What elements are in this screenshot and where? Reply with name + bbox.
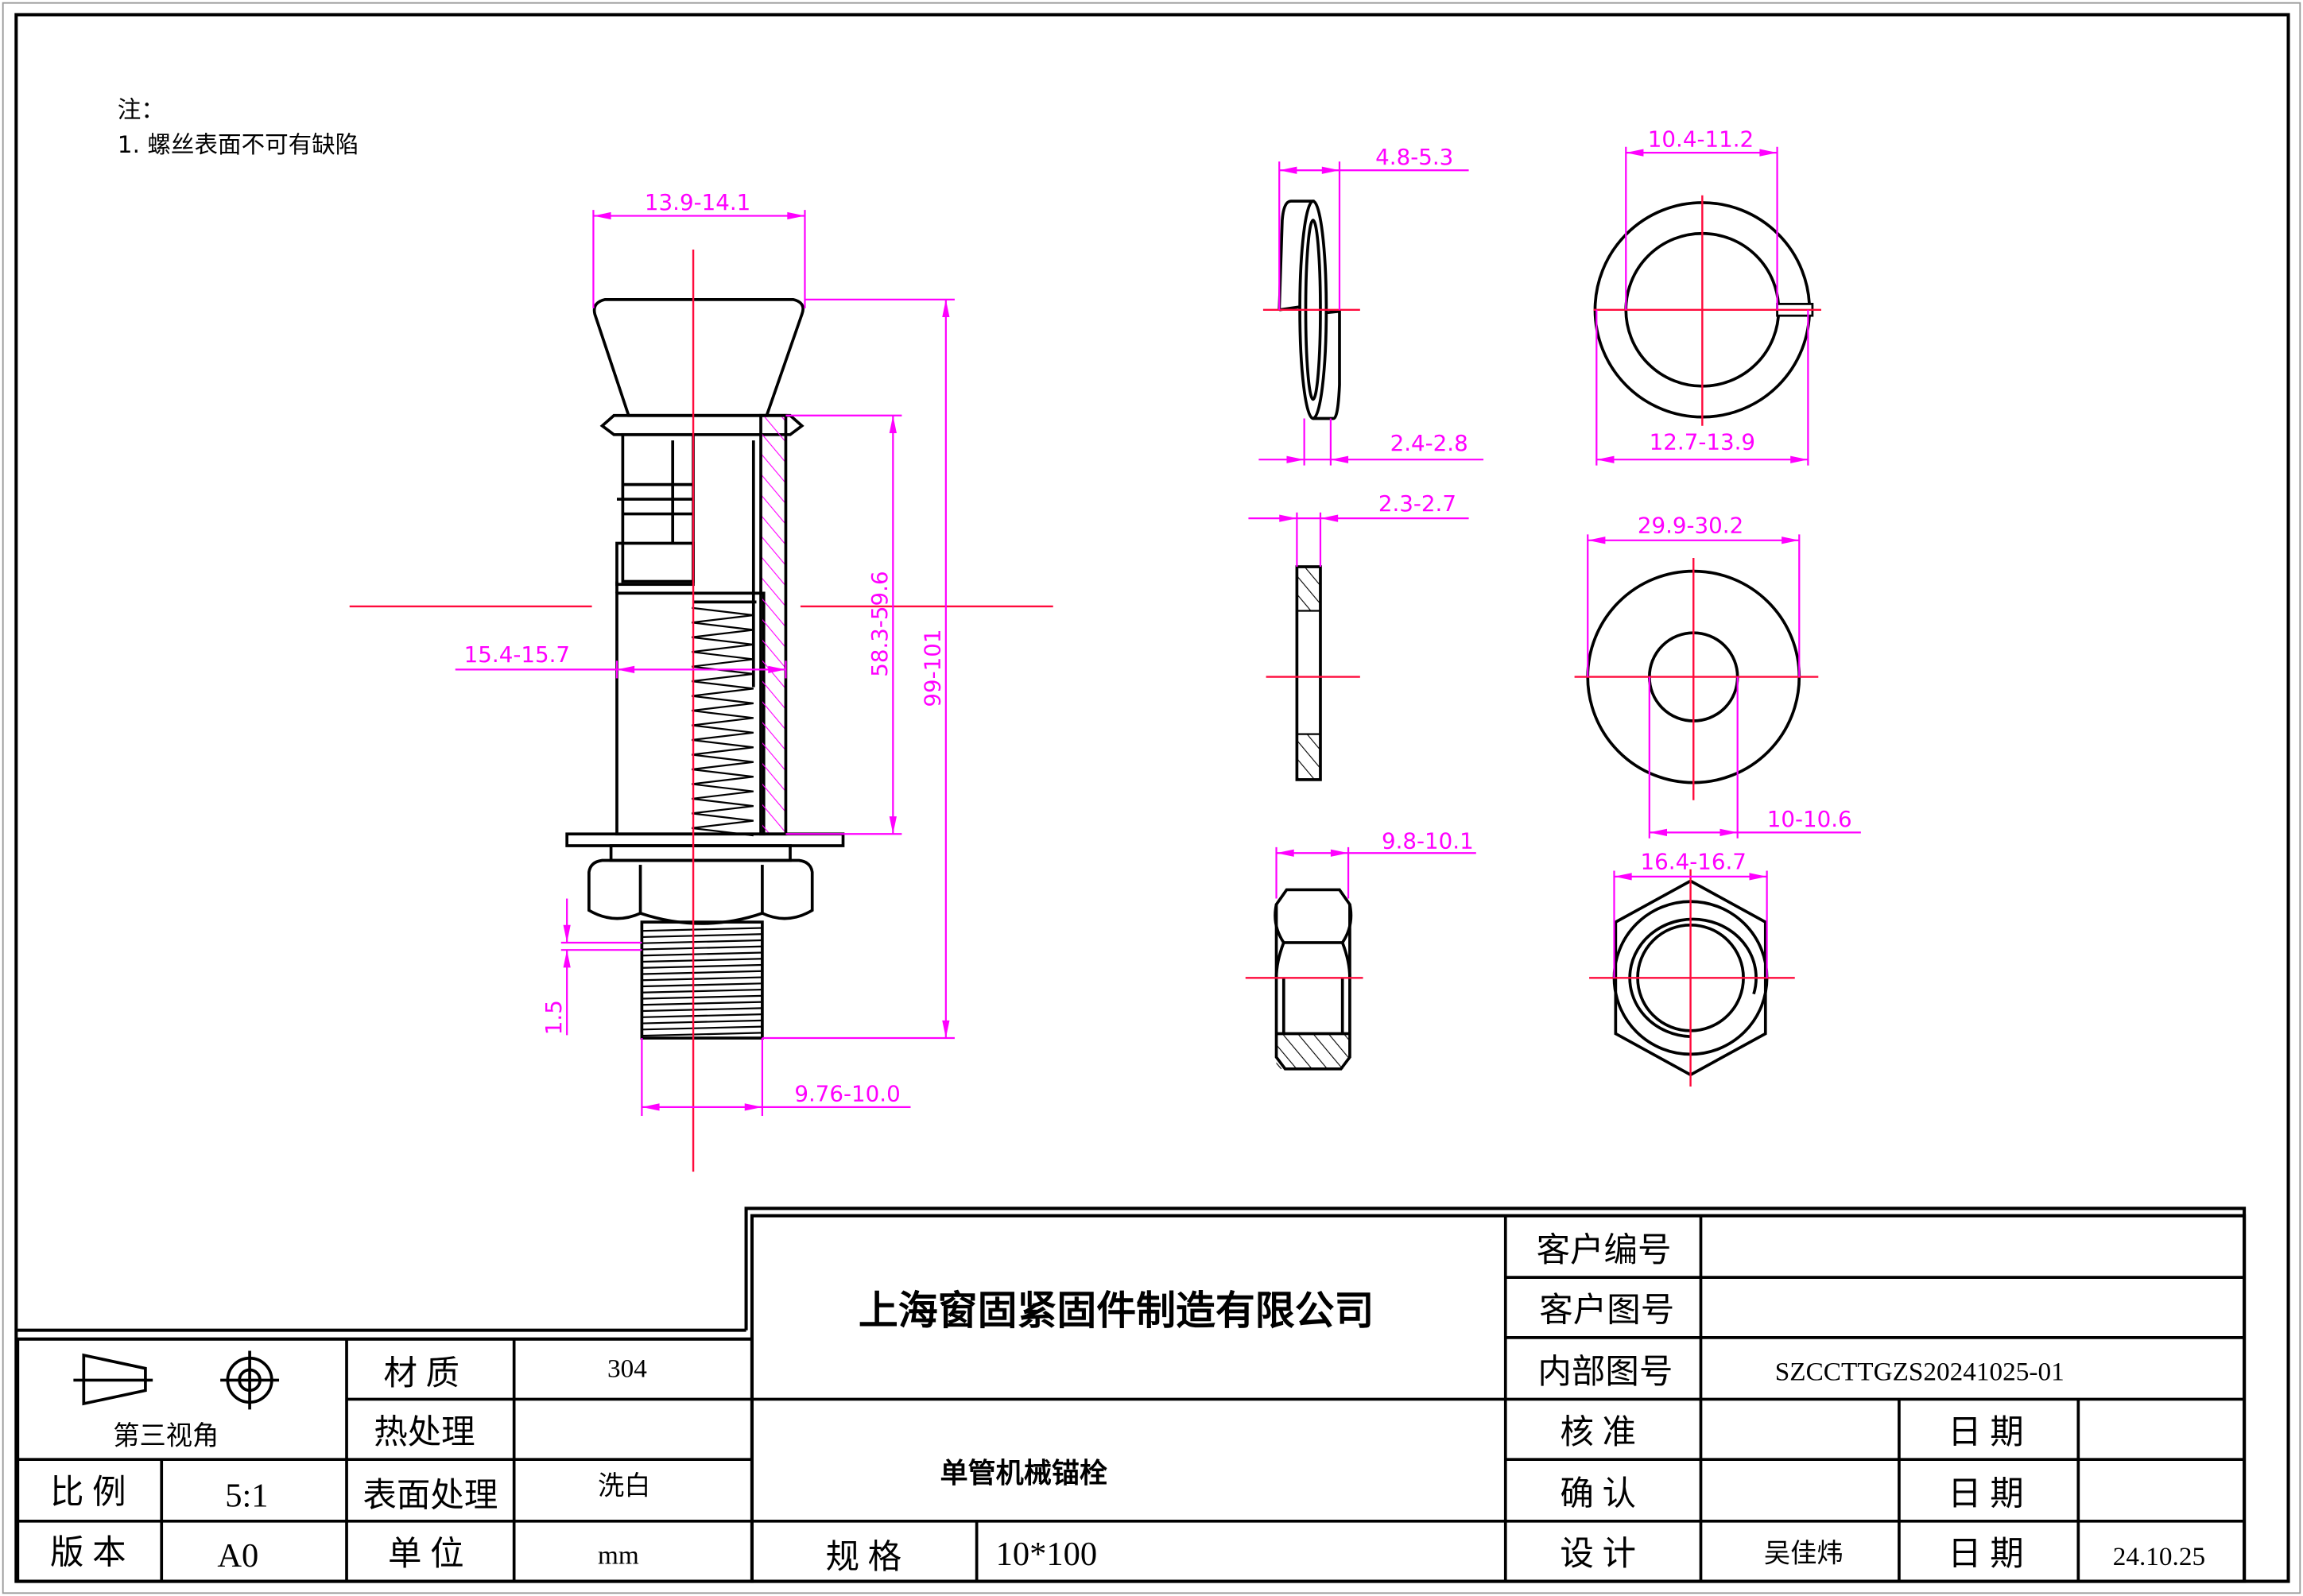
- bolt-head: [592, 297, 804, 417]
- company-name: 上海窗固紧固件制造有限公司: [859, 1288, 1374, 1334]
- material-label: 材 质: [383, 1355, 459, 1393]
- internal-drawing-value: SZCCTTGZS20241025-01: [1775, 1357, 2065, 1386]
- thread-line: [642, 927, 762, 932]
- thread-line: [642, 1001, 762, 1006]
- title-block: 第三视角 材 质 304 热处理 比 例 5:1 表面处理 洗白 版 本 A0 …: [16, 1207, 2247, 1583]
- thread-line: [642, 1019, 762, 1025]
- thread-line: [642, 951, 762, 957]
- thread-line: [642, 963, 762, 969]
- spring-washer-side-view: 4.8-5.3 2.4-2.8: [1258, 144, 1484, 466]
- hex-nut-side: [587, 858, 814, 925]
- thread-line: [642, 976, 762, 982]
- material-value: 304: [607, 1354, 647, 1384]
- thread-line: [642, 1025, 762, 1031]
- part-name: 单管机械锚栓: [940, 1458, 1107, 1490]
- thread-line: [642, 939, 762, 944]
- checked-label: 核 准: [1560, 1414, 1636, 1451]
- designed-label: 设 计: [1560, 1536, 1636, 1573]
- designed-date-label: 日 期: [1948, 1536, 2024, 1573]
- thread-line: [642, 1013, 762, 1018]
- scale-value: 5:1: [225, 1477, 268, 1514]
- dim-sleeve-length: 58.3-59.6: [867, 571, 893, 676]
- sleeve-upper: [621, 432, 695, 583]
- sleeve-wall-hatched: [759, 413, 788, 836]
- heat-treatment-label: 热处理: [374, 1414, 475, 1451]
- thread-line: [642, 1032, 762, 1037]
- projection-label: 第三视角: [113, 1422, 219, 1451]
- confirmed-date-label: 日 期: [1948, 1475, 2024, 1513]
- dim-total-length: 99-101: [919, 629, 945, 707]
- version-value: A0: [217, 1537, 258, 1575]
- nut-side-view: 9.8-10.1: [1245, 828, 1476, 1071]
- confirmed-label: 确 认: [1560, 1475, 1636, 1513]
- version-label: 版 本: [50, 1534, 126, 1571]
- dim-head-width: 13.9-14.1: [645, 189, 750, 215]
- customer-drawing-label: 客户图号: [1539, 1292, 1674, 1330]
- dim-flat-washer-inner: 10-10.6: [1767, 806, 1852, 832]
- dim-spring-washer-outer: 12.7-13.9: [1650, 428, 1755, 455]
- dim-thread-diameter: 9.76-10.0: [794, 1080, 900, 1106]
- drawing-frame: [14, 13, 2290, 1583]
- dim-spring-washer-inner: 10.4-11.2: [1648, 126, 1754, 153]
- anchor-bolt-view: 13.9-14.1 99-101 58.3-59.6 15.4-15.7 1.5…: [349, 189, 1053, 1172]
- flat-washer-front-view: 29.9-30.2 10-10.6: [1574, 513, 1861, 839]
- thread-line: [642, 970, 762, 975]
- thread-line: [642, 982, 762, 988]
- expansion-spring: [692, 606, 754, 837]
- spring-washer-front-view: 10.4-11.2 12.7-13.9: [1593, 126, 1821, 466]
- designed-date-value: 24.10.25: [2113, 1542, 2205, 1571]
- checked-date-label: 日 期: [1948, 1414, 2024, 1451]
- rod-threads: [642, 927, 762, 1037]
- dim-flat-washer-thickness: 2.3-2.7: [1378, 490, 1456, 517]
- surface-value: 洗白: [598, 1472, 651, 1501]
- notes-heading: 注：: [118, 96, 165, 123]
- dim-nut-across: 16.4-16.7: [1641, 849, 1747, 875]
- thread-line: [642, 1007, 762, 1013]
- spec-label: 规 格: [826, 1539, 902, 1576]
- nut-front-view: 16.4-16.7: [1589, 849, 1795, 1087]
- dim-flat-washer-outer: 29.9-30.2: [1638, 513, 1743, 539]
- spec-value: 10*100: [996, 1536, 1097, 1573]
- thread-line: [642, 945, 762, 951]
- thread-line: [642, 958, 762, 963]
- dim-spring-washer-height: 4.8-5.3: [1375, 144, 1453, 170]
- designed-value: 吴佳炜: [1764, 1540, 1844, 1569]
- third-angle-projection-icon: [73, 1350, 280, 1410]
- internal-drawing-label: 内部图号: [1537, 1354, 1673, 1391]
- spring-coil: [692, 606, 754, 837]
- dim-sleeve-diameter: 15.4-15.7: [464, 641, 570, 668]
- surface-label: 表面处理: [363, 1477, 498, 1514]
- thread-line: [642, 933, 762, 939]
- dim-spring-washer-thickness: 2.4-2.8: [1390, 430, 1468, 456]
- unit-label: 单 位: [388, 1536, 464, 1573]
- base-plate: [565, 832, 845, 847]
- customer-number-label: 客户编号: [1537, 1232, 1672, 1269]
- flat-washer-side-view: 2.3-2.7: [1248, 490, 1469, 781]
- scale-label: 比 例: [50, 1474, 126, 1512]
- note-item: 1. 螺丝表面不可有缺陷: [118, 131, 359, 158]
- dim-thread-pitch: 1.5: [541, 1000, 567, 1035]
- unit-value: mm: [598, 1540, 639, 1570]
- dim-nut-height: 9.8-10.1: [1382, 828, 1474, 854]
- thread-line: [642, 988, 762, 994]
- thread-line: [642, 994, 762, 1000]
